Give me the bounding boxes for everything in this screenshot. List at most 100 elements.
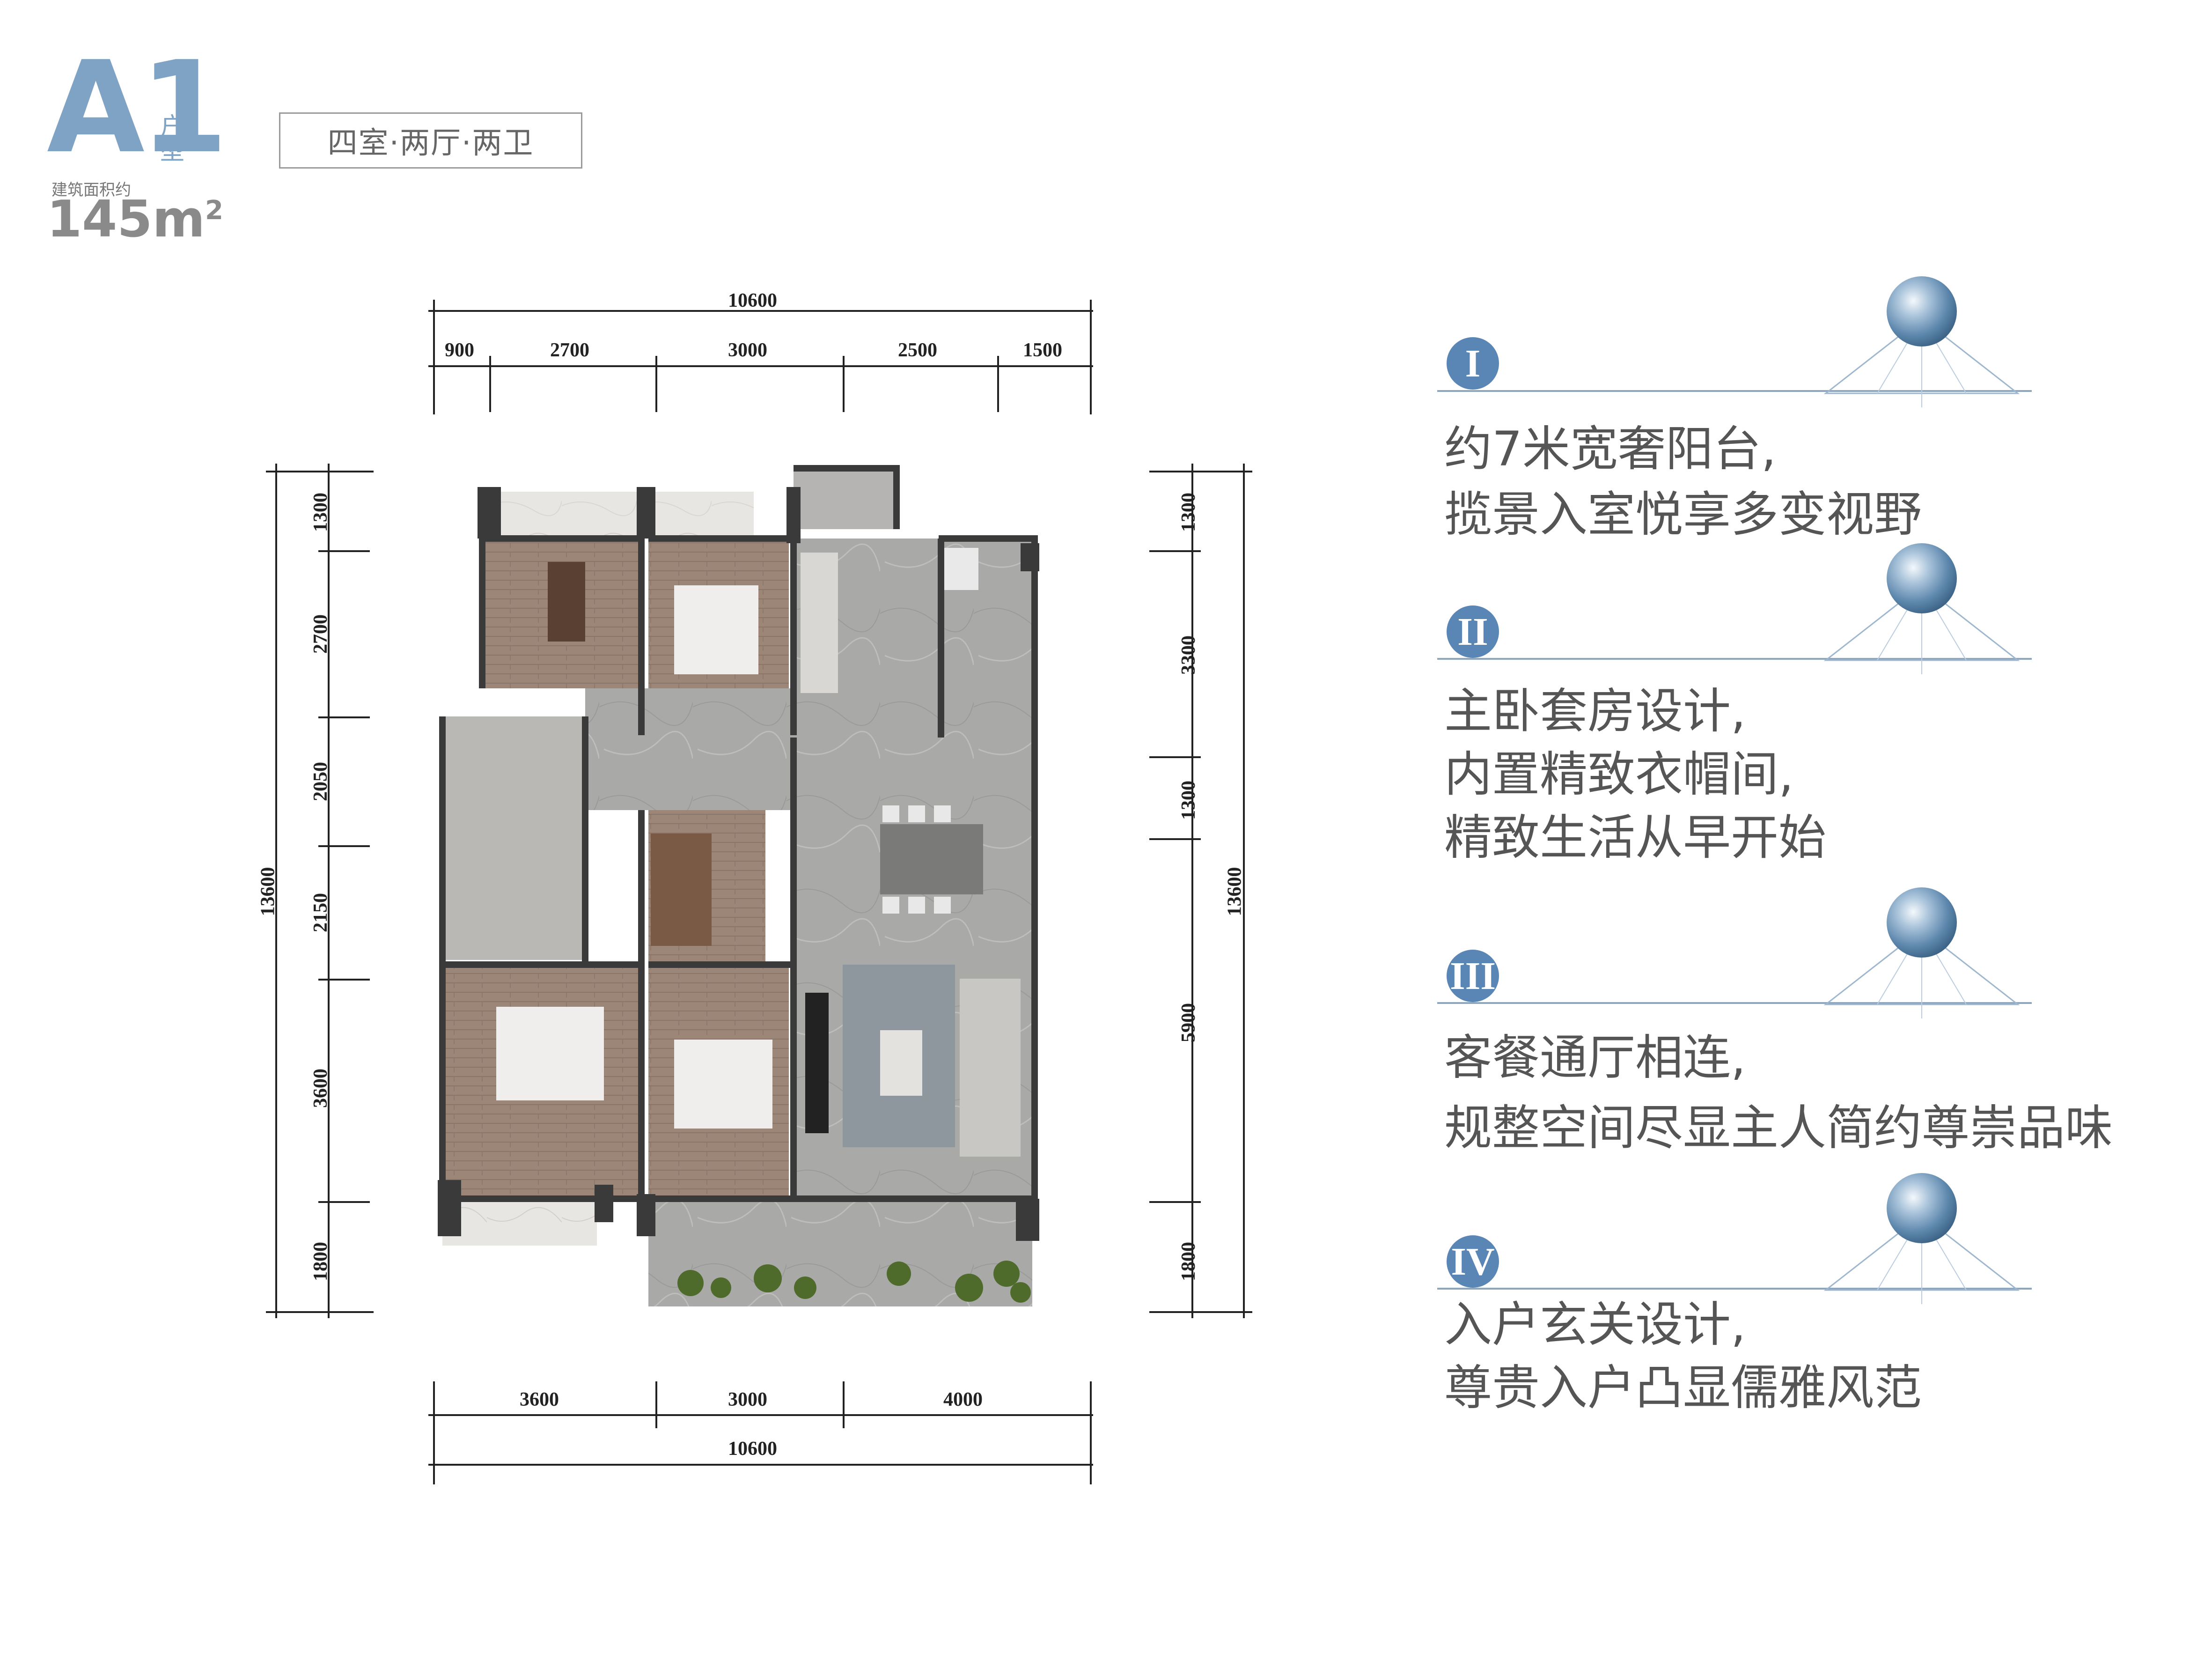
right-bed xyxy=(674,1040,772,1129)
unit-type-label: 户型 xyxy=(160,113,185,166)
left-segment-dimension: 1800 xyxy=(310,1242,331,1281)
top-segment-dimension: 1500 xyxy=(1023,339,1062,361)
dim-tick xyxy=(433,300,435,414)
layout-type-box: 四室·两厅·两卫 xyxy=(279,112,582,169)
feature-1-globe-icon xyxy=(1887,276,1957,347)
left-segment-dimension: 2700 xyxy=(310,614,331,654)
dim-tick xyxy=(489,356,491,412)
unit-code: A1 xyxy=(47,34,228,181)
dim-tick xyxy=(318,550,370,552)
feature-2-divider xyxy=(1437,658,2032,660)
feature-4-divider xyxy=(1437,1288,2032,1290)
dim-tick xyxy=(318,716,370,718)
feature-3-marker: III xyxy=(1447,950,1499,1002)
dim-tick xyxy=(1149,838,1201,840)
bottom-total-line xyxy=(428,1464,1093,1466)
bathrooms xyxy=(442,716,583,960)
feature-2-marker: II xyxy=(1447,605,1499,658)
bottom-segment-dimension: 3600 xyxy=(520,1389,559,1410)
left-segment-dimension: 2050 xyxy=(310,762,331,801)
right-segment-line xyxy=(1191,464,1193,1318)
left-segment-dimension: 2150 xyxy=(310,893,331,932)
wardrobe xyxy=(651,834,712,946)
feature-2-line-1: 主卧套房设计, xyxy=(1444,684,1746,739)
south-balcony-left xyxy=(442,1199,597,1246)
coffee-table xyxy=(880,1030,922,1096)
left-segment-dimension: 3600 xyxy=(310,1069,331,1108)
dim-tick xyxy=(1149,550,1201,552)
dim-tick xyxy=(655,1381,657,1428)
top-segment-dimension: 900 xyxy=(445,339,474,361)
bottom-total-dimension: 10600 xyxy=(728,1438,777,1460)
left-total-dimension: 13600 xyxy=(257,867,279,916)
dim-tick xyxy=(1149,1311,1252,1313)
feature-1-divider xyxy=(1437,390,2032,392)
feature-1-line-1: 约7米宽奢阳台, xyxy=(1444,421,1777,477)
right-total-line xyxy=(1243,464,1245,1318)
balcony-plants xyxy=(677,1261,1031,1303)
study-desk xyxy=(548,562,585,642)
area-unit-superscript: 2 xyxy=(205,195,223,226)
right-total-dimension: 13600 xyxy=(1224,867,1246,916)
dim-tick xyxy=(1149,471,1252,472)
right-segment-dimension: 3300 xyxy=(1178,635,1199,675)
feature-2-line-2: 内置精致衣帽间, xyxy=(1444,747,1794,803)
feature-2-globe-icon xyxy=(1887,543,1957,613)
feature-4-globe-icon xyxy=(1887,1173,1957,1243)
bottom-segment-dimension: 4000 xyxy=(943,1389,983,1410)
bottom-segment-line xyxy=(428,1414,1093,1416)
right-segment-dimension: 5900 xyxy=(1178,1003,1199,1042)
top-segment-dimension: 3000 xyxy=(728,339,767,361)
top-segment-dimension: 2700 xyxy=(550,339,589,361)
utility-balcony xyxy=(794,468,897,529)
corridor xyxy=(585,688,794,810)
feature-4-marker: IV xyxy=(1447,1235,1499,1288)
right-segment-dimension: 1300 xyxy=(1178,493,1199,532)
top-segment-line xyxy=(428,365,1093,367)
dim-tick xyxy=(843,356,845,412)
tv-cabinet xyxy=(805,993,829,1133)
left-total-line xyxy=(275,464,277,1318)
right-segment-dimension: 1300 xyxy=(1178,781,1199,820)
dim-tick xyxy=(266,1311,374,1313)
dim-tick xyxy=(1149,756,1201,758)
feature-1-line-2: 揽景入室悦享多变视野 xyxy=(1444,487,1922,543)
top-segment-dimension: 2500 xyxy=(898,339,937,361)
dim-tick xyxy=(1090,1381,1092,1484)
bottom-segment-dimension: 3000 xyxy=(728,1389,767,1410)
feature-3-line-1: 客餐通厅相连, xyxy=(1444,1030,1746,1086)
area-label: 建筑面积约 xyxy=(51,181,131,199)
feature-4-line-2: 尊贵入户凸显儒雅风范 xyxy=(1444,1360,1922,1416)
top-total-dimension: 10600 xyxy=(728,290,777,311)
shoe-cabinet xyxy=(941,548,978,590)
dim-tick xyxy=(318,1201,370,1203)
feature-3-line-2: 规整空间尽显主人简约尊崇品味 xyxy=(1444,1100,2113,1156)
master-bed xyxy=(674,585,758,674)
sofa xyxy=(960,979,1021,1157)
area-number: 145m xyxy=(47,190,205,249)
dining-chairs xyxy=(882,805,951,914)
dim-tick xyxy=(318,845,370,847)
left-segment-line xyxy=(328,464,330,1318)
top-total-line xyxy=(428,310,1093,312)
dim-tick xyxy=(1090,300,1092,414)
dim-tick xyxy=(318,979,370,981)
north-balcony-left xyxy=(482,492,641,539)
dim-tick xyxy=(843,1381,845,1428)
feature-4-line-1: 入户玄关设计, xyxy=(1444,1297,1746,1353)
floor-plan xyxy=(438,465,1039,1306)
left-segment-dimension: 1300 xyxy=(310,493,331,532)
dim-tick xyxy=(266,471,374,472)
dim-tick xyxy=(655,356,657,412)
area-value: 145m2 xyxy=(47,194,223,245)
dim-tick xyxy=(1149,1201,1201,1203)
dining-table xyxy=(880,824,983,894)
dim-tick xyxy=(433,1381,435,1484)
feature-3-divider xyxy=(1437,1002,2032,1004)
feature-1-marker: I xyxy=(1447,337,1499,390)
right-segment-dimension: 1800 xyxy=(1178,1242,1199,1281)
feature-3-globe-icon xyxy=(1887,887,1957,958)
left-bed xyxy=(496,1007,604,1100)
wall-columns xyxy=(438,487,1039,1241)
north-balcony-right xyxy=(648,492,754,539)
